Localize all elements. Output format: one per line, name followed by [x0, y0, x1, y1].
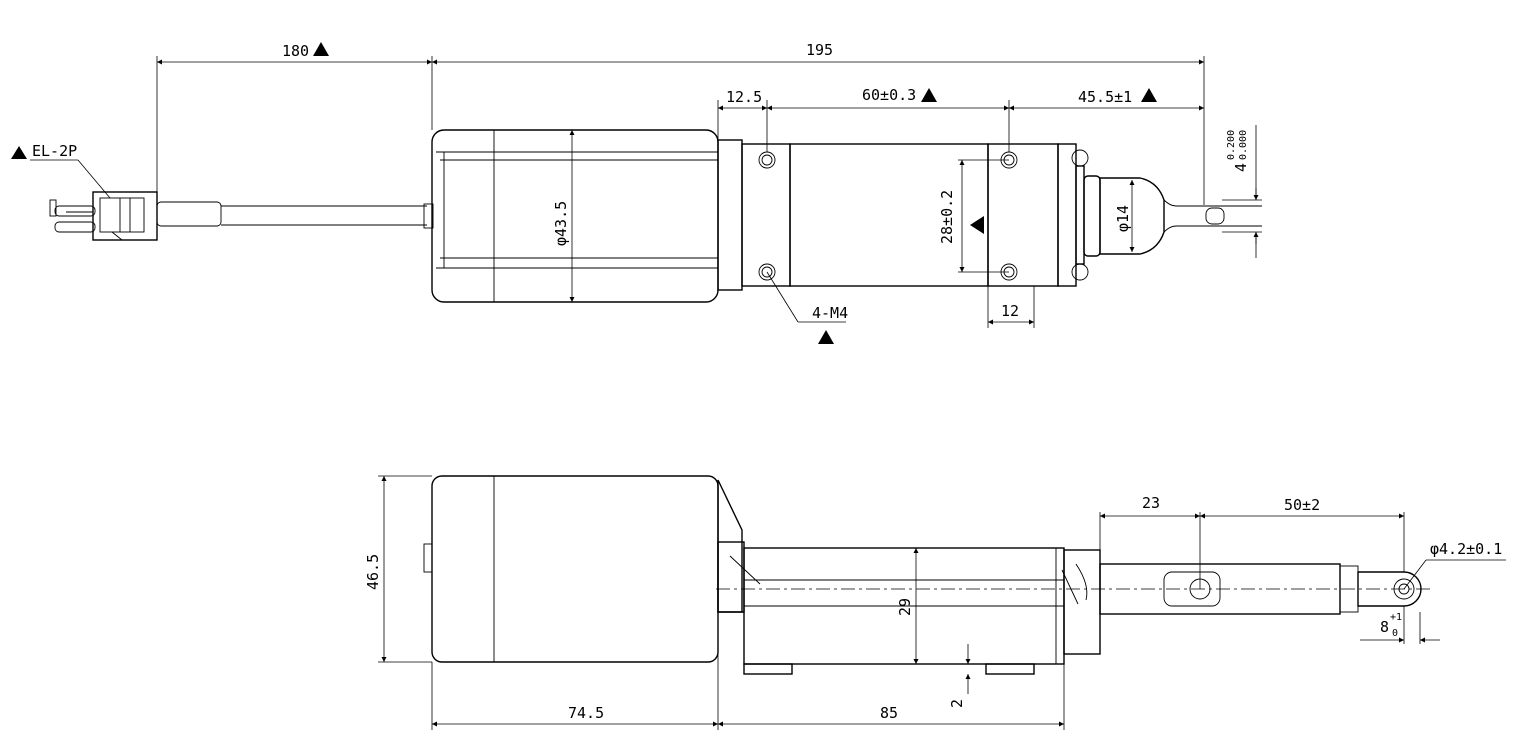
- side-body: [729, 547, 1101, 675]
- dim-base-offset: 2: [948, 644, 971, 708]
- motor-body: [431, 129, 719, 303]
- dim-hole-diameter-text: φ4.2±0.1: [1430, 540, 1502, 558]
- callout-mount-holes: 4-M4: [766, 271, 848, 344]
- callout-connector: EL-2P: [11, 142, 111, 199]
- dim-bottom-lengths: 74.5 85: [431, 612, 1065, 730]
- side-gear-housing: [717, 479, 745, 613]
- dim-rod-diameter: φ14: [1114, 180, 1135, 252]
- dim-cable-length-text: 180: [282, 42, 309, 60]
- dim-front-extension-text: 45.5±1: [1078, 88, 1132, 106]
- dim-slot-tol-lower: 0.000: [1238, 130, 1249, 160]
- flange: [717, 139, 791, 291]
- dim-slot-width: 4 0.200 0.000: [1226, 125, 1259, 258]
- dim-stroke-text: 50±2: [1284, 496, 1320, 514]
- dim-motor-length-text: 74.5: [568, 704, 604, 722]
- label-connector: EL-2P: [32, 142, 77, 160]
- rod-end: [1083, 175, 1262, 257]
- dim-base-offset-text: 2: [948, 699, 966, 708]
- cable: [156, 201, 434, 229]
- dim-height: 46.5: [364, 475, 432, 663]
- dim-cable-length: 180: [156, 42, 433, 192]
- dim-flange-offset-text: 12.5: [726, 88, 762, 106]
- dim-eye-tol-lower: 0: [1392, 628, 1398, 639]
- side-view: 46.5 29 2 74.5 85: [364, 475, 1506, 730]
- label-mount-holes: 4-M4: [812, 304, 848, 322]
- filled-triangle-icon: [313, 42, 329, 56]
- dim-hole-spacing-short: 28±0.2: [938, 159, 1009, 273]
- callout-hole-diameter: φ4.2±0.1: [1403, 540, 1506, 590]
- dim-motor-diameter-text: φ43.5: [552, 201, 570, 246]
- dim-hole-to-edge-text: 12: [1001, 302, 1019, 320]
- dim-eye-width: 8 +1 0: [1360, 606, 1440, 644]
- filled-triangle-icon: [1141, 88, 1157, 102]
- dim-slot-tol-upper: 0.200: [1226, 130, 1237, 160]
- top-view: 180 195 12.5 60±0.3 45.5±1 φ43.5: [11, 41, 1262, 344]
- dim-body-height-text: 29: [896, 598, 914, 616]
- filled-triangle-icon: [921, 88, 937, 102]
- dim-eye-width-text: 8: [1380, 618, 1389, 636]
- filled-triangle-icon: [818, 330, 834, 344]
- dim-overall-length: 195: [432, 41, 1205, 205]
- dim-rod-to-hole-text: 23: [1142, 494, 1160, 512]
- dim-eye-tol-upper: +1: [1390, 612, 1402, 623]
- dim-row-2: 12.5 60±0.3 45.5±1: [717, 86, 1204, 152]
- actuator-housing: [789, 143, 1089, 287]
- filled-triangle-icon: [970, 216, 984, 234]
- filled-triangle-icon: [11, 146, 27, 159]
- mount-holes: [758, 151, 1018, 281]
- dim-stroke: 23 50±2: [1099, 494, 1405, 589]
- dim-rod-diameter-text: φ14: [1114, 205, 1132, 232]
- dim-overall-length-text: 195: [806, 41, 833, 59]
- dim-hole-spacing-long-text: 60±0.3: [862, 86, 916, 104]
- dim-hole-to-edge: 12: [987, 286, 1035, 328]
- dim-height-text: 46.5: [364, 554, 382, 590]
- connector: [49, 191, 158, 241]
- dim-slot-width-text: 4: [1232, 163, 1250, 172]
- dim-body-length-text: 85: [880, 704, 898, 722]
- dim-body-height: 29: [896, 548, 919, 664]
- dim-motor-diameter: φ43.5: [552, 130, 575, 302]
- side-motor: [423, 475, 719, 663]
- dim-hole-spacing-short-text: 28±0.2: [938, 190, 956, 244]
